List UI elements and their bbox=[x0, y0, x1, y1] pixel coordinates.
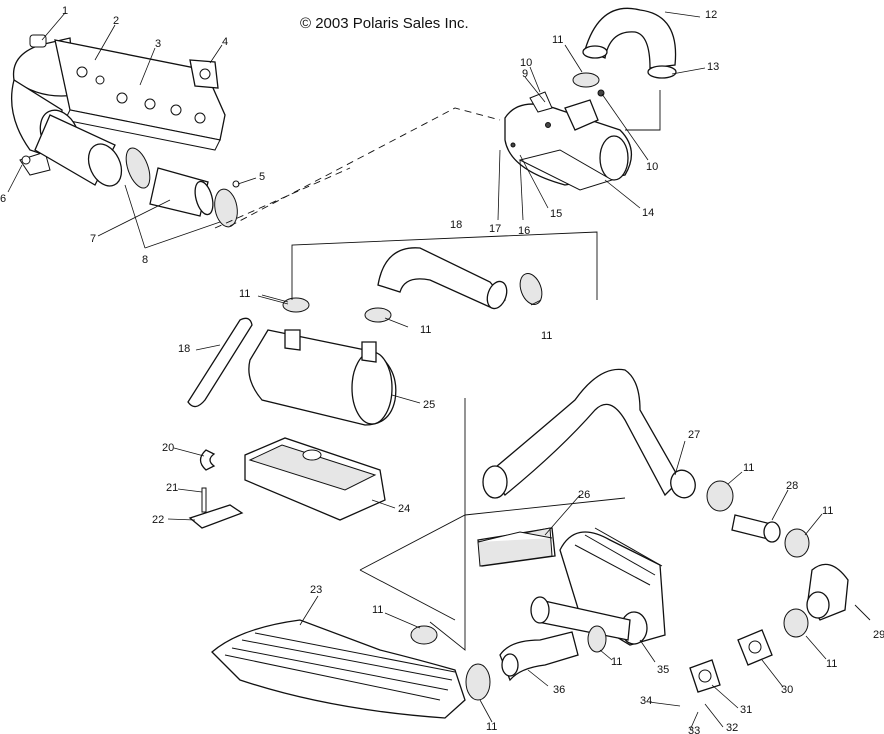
callout-5: 5 bbox=[259, 171, 265, 183]
callout-18-hose: 18 bbox=[450, 219, 462, 231]
callout-3: 3 bbox=[155, 38, 161, 50]
callout-10-right: 10 bbox=[646, 161, 658, 173]
exhaust-manifold-assembly bbox=[11, 34, 240, 228]
callout-13: 13 bbox=[707, 61, 719, 73]
callout-4: 4 bbox=[222, 36, 228, 48]
leader-lines bbox=[7, 11, 827, 731]
callout-11-top: 11 bbox=[552, 34, 563, 46]
callout-26: 26 bbox=[578, 489, 590, 501]
callout-9: 9 bbox=[522, 68, 528, 80]
callout-32: 32 bbox=[726, 722, 738, 734]
callout-11-pipe-a: 11 bbox=[743, 462, 754, 474]
callout-31: 31 bbox=[740, 704, 752, 716]
callout-20: 20 bbox=[162, 442, 174, 454]
coupler-hose-and-muffler bbox=[187, 247, 543, 426]
callout-34: 34 bbox=[640, 695, 652, 707]
copyright-notice: © 2003 Polaris Sales Inc. bbox=[300, 15, 469, 32]
callout-17: 17 bbox=[489, 223, 501, 235]
callout-23: 23 bbox=[310, 584, 322, 596]
callout-30: 30 bbox=[781, 684, 793, 696]
callout-6: 6 bbox=[0, 193, 6, 205]
callout-27: 27 bbox=[688, 429, 700, 441]
muffler-support-and-hardware bbox=[188, 437, 386, 529]
callout-11-bottom: 11 bbox=[486, 721, 497, 733]
callout-25: 25 bbox=[423, 399, 435, 411]
callout-28: 28 bbox=[786, 480, 798, 492]
callout-36: 36 bbox=[553, 684, 565, 696]
callout-2: 2 bbox=[113, 15, 119, 27]
callout-15: 15 bbox=[550, 208, 562, 220]
callout-14: 14 bbox=[642, 207, 654, 219]
callout-16: 16 bbox=[518, 225, 530, 237]
callout-11-hose-end: 11 bbox=[541, 330, 552, 342]
callout-11-muffler-right: 11 bbox=[420, 324, 431, 336]
callout-1: 1 bbox=[62, 5, 68, 17]
callout-11-manifold: 11 bbox=[611, 656, 622, 668]
callout-18-strap: 18 bbox=[178, 343, 190, 355]
manifold-and-tuned-pipe bbox=[211, 527, 666, 719]
callout-29: 29 bbox=[873, 629, 884, 641]
callout-8: 8 bbox=[142, 254, 148, 266]
expansion-chamber-assembly bbox=[504, 7, 677, 191]
connection-lines bbox=[214, 90, 871, 651]
callout-11-muffler-left: 11 bbox=[239, 288, 250, 300]
callout-11-pipe-b: 11 bbox=[822, 505, 833, 517]
callout-10-top: 10 bbox=[520, 57, 532, 69]
callout-24: 24 bbox=[398, 503, 410, 515]
callout-21: 21 bbox=[166, 482, 178, 494]
decal-box bbox=[477, 527, 553, 567]
callout-11-gasket: 11 bbox=[826, 658, 837, 670]
callout-22: 22 bbox=[152, 514, 164, 526]
callout-33: 33 bbox=[688, 725, 700, 734]
callout-35: 35 bbox=[657, 664, 669, 676]
callout-7: 7 bbox=[90, 233, 96, 245]
callout-11-tuned-pipe: 11 bbox=[372, 604, 383, 616]
callout-labels: 1 2 3 4 5 6 7 8 9 10 10 11 12 13 14 15 1… bbox=[0, 5, 884, 734]
callout-12: 12 bbox=[705, 9, 717, 21]
